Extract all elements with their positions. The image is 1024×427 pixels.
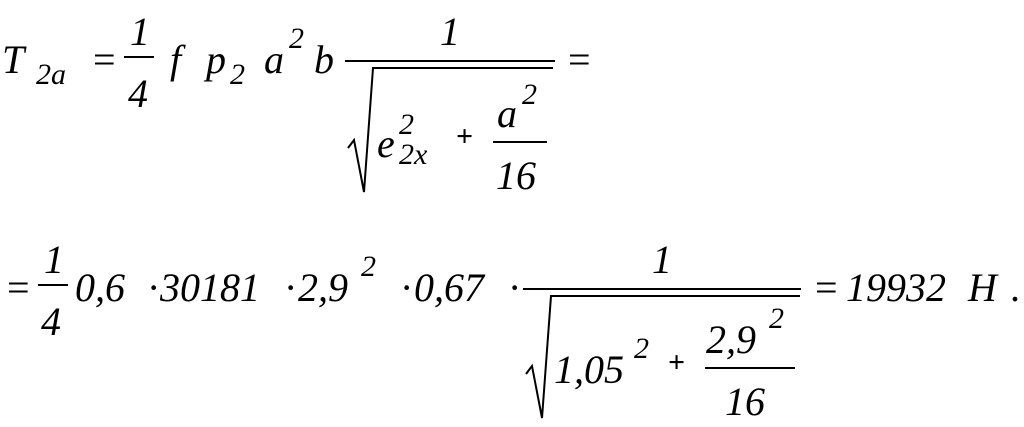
lhs-subscript: 2a [36, 58, 66, 91]
result-equals-sign: = [815, 265, 838, 310]
big-fraction-numerator: 1 [652, 237, 672, 282]
multiply-dot: · [284, 265, 298, 310]
a-superscript: 2 [289, 22, 304, 55]
big-fraction-numerator: 1 [440, 9, 460, 54]
value-b: 0,67 [414, 265, 484, 310]
radicand-e-superscript: 2 [399, 108, 414, 141]
radicand-fraction-superscript: 2 [769, 302, 784, 335]
radicand-fraction-bar [705, 367, 795, 369]
multiply-dot: · [147, 265, 161, 310]
variable-a: a [264, 37, 284, 82]
equals-sign: = [93, 37, 116, 82]
radicand-fraction-numerator: 2,9 [706, 317, 756, 362]
equals-sign: = [7, 265, 30, 310]
lhs-symbol: T [2, 37, 25, 82]
radicand-fraction-denominator: 16 [725, 379, 765, 424]
radicand-value-superscript: 2 [634, 332, 649, 365]
fraction-numerator: 1 [130, 9, 150, 54]
radicand-e: e [377, 121, 395, 166]
trailing-equals-sign: = [568, 37, 591, 82]
radicand-fraction-denominator: 16 [496, 153, 536, 198]
value-pressure: 30181 [160, 265, 260, 310]
radicand-value: 1,05 [554, 347, 624, 392]
result-value: 19932 [846, 265, 946, 310]
variable-p: p [206, 37, 226, 82]
fraction-denominator: 4 [128, 71, 148, 116]
radicand-plus: + [456, 120, 474, 153]
big-fraction-bar [523, 288, 801, 290]
fraction-denominator: 4 [41, 299, 61, 344]
value-coefficient: 0,6 [75, 265, 125, 310]
result-unit: H [968, 265, 997, 310]
radicand-e-subscript: 2x [399, 138, 428, 171]
value-a-superscript: 2 [361, 250, 376, 283]
radicand-plus: + [668, 346, 686, 379]
multiply-dot: · [400, 265, 414, 310]
p-subscript: 2 [230, 58, 245, 91]
fraction-numerator: 1 [44, 237, 64, 282]
variable-f: f [170, 37, 182, 82]
variable-b: b [314, 37, 334, 82]
radicand-fraction-superscript: 2 [522, 78, 537, 111]
fraction-bar [38, 284, 68, 286]
value-a: 2,9 [298, 265, 348, 310]
fraction-bar [124, 56, 154, 58]
multiply-dot: · [508, 265, 522, 310]
result-period: . [1010, 265, 1020, 310]
radicand-fraction-numerator: a [497, 91, 517, 136]
radicand-fraction-bar [493, 141, 547, 143]
big-fraction-bar [345, 60, 555, 62]
